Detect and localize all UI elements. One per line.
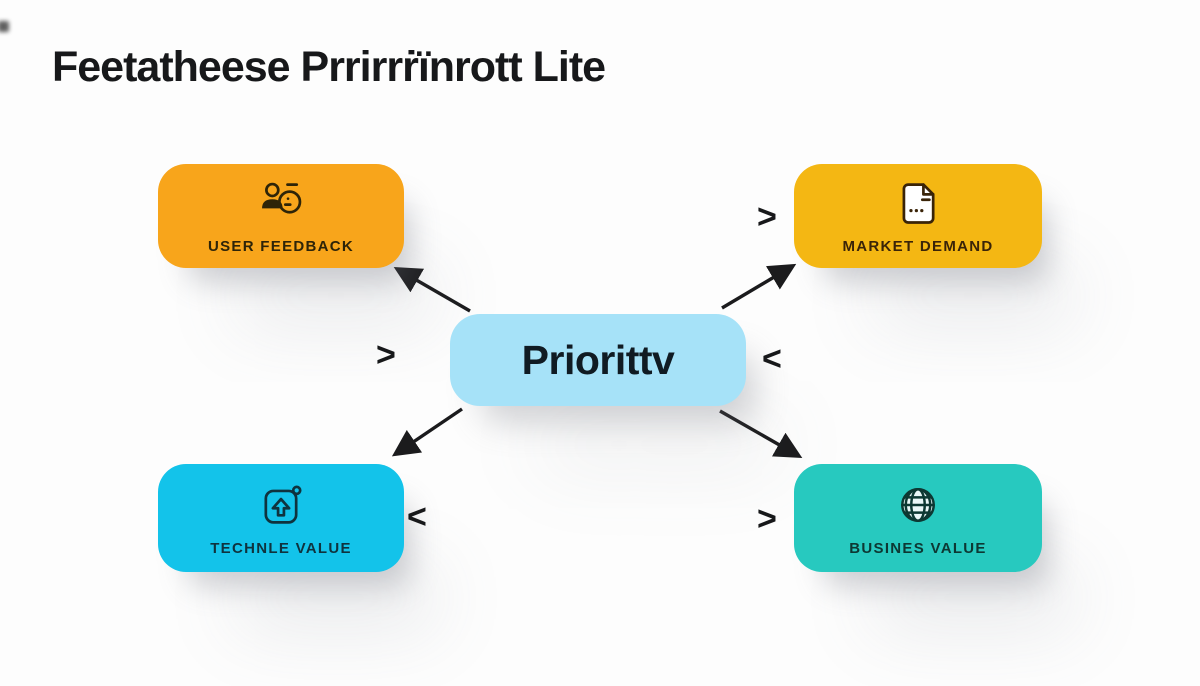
node-label: MARKET DEMAND xyxy=(842,238,994,255)
arrow-to-market-demand xyxy=(721,263,797,310)
user-feedback-icon xyxy=(262,182,302,214)
node-business-value[interactable]: BUSINES VALUE xyxy=(794,464,1042,572)
node-label: USER FEEDBACK xyxy=(207,238,355,255)
chevron-left-of-market-demand: > xyxy=(757,198,777,236)
chevron-left-of-center: > xyxy=(376,336,396,374)
node-user-feedback[interactable]: USER FEEDBACK xyxy=(158,164,404,268)
edge-artifact xyxy=(0,21,9,32)
priority-label: Priorittv xyxy=(521,336,675,383)
node-label: TECHNLE VALUE xyxy=(210,540,352,557)
document-icon xyxy=(902,183,935,224)
arrow-to-business-value xyxy=(719,409,803,459)
chevron-right-of-center: < xyxy=(762,340,782,378)
node-priority[interactable]: Priorittv xyxy=(450,314,746,406)
arrow-to-technical-value xyxy=(391,407,463,457)
node-technical-value[interactable]: TECHNLE VALUE xyxy=(158,464,404,572)
arrow-up-box-icon xyxy=(264,485,302,524)
node-market-demand[interactable]: MARKET DEMAND xyxy=(794,164,1042,268)
globe-icon xyxy=(901,488,935,522)
arrow-to-user-feedback xyxy=(393,266,471,313)
page-title: Feetatheese Prrirrṙïnrott Lite xyxy=(52,42,606,91)
node-label: BUSINES VALUE xyxy=(849,540,987,557)
chevron-left-of-business-value: > xyxy=(757,500,777,538)
chevron-right-of-technical-value: < xyxy=(407,498,427,536)
